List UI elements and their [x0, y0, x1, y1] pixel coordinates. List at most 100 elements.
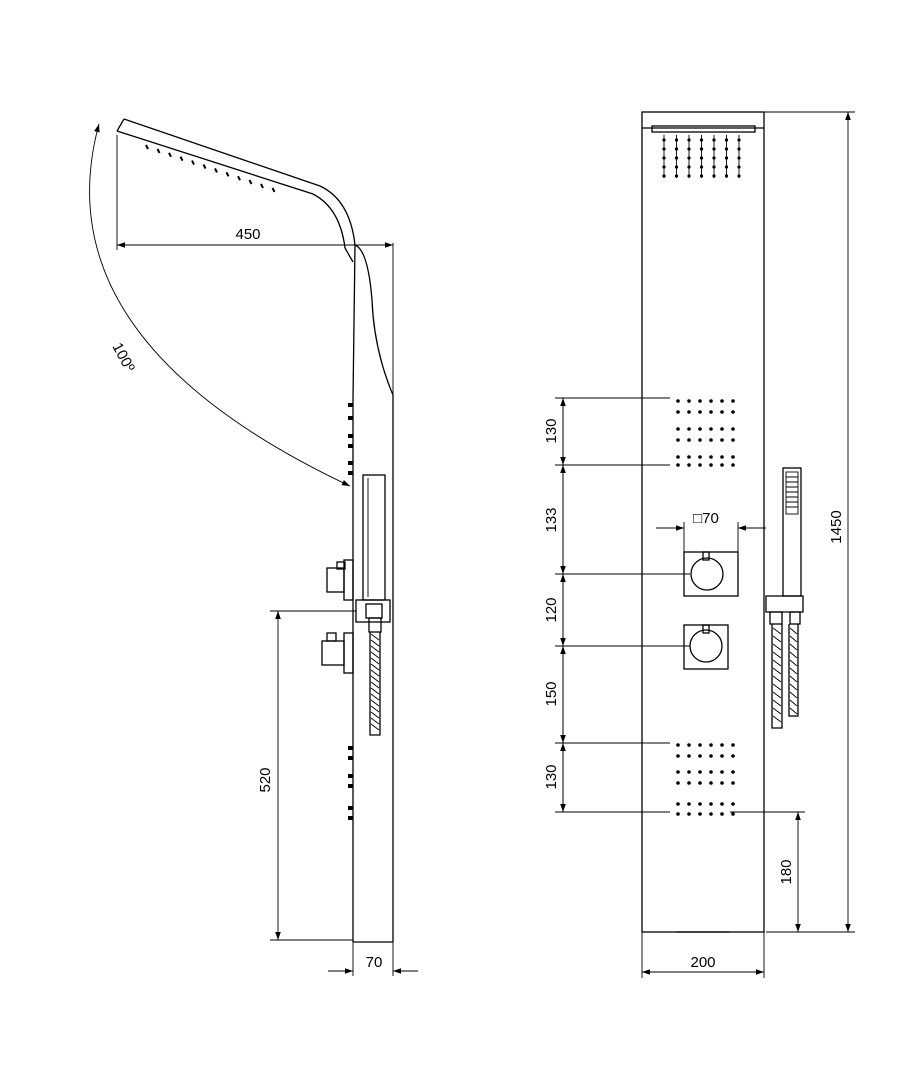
dim-450: 450: [116, 135, 394, 395]
rain-nozzle-dot: [724, 138, 729, 142]
arm-nozzle: [237, 175, 241, 181]
dim-200-label: 200: [690, 954, 715, 971]
body-jet-dot: [720, 781, 724, 785]
dim-450-label: 450: [235, 226, 260, 243]
body-jet-dot: [720, 812, 724, 816]
arm-nozzle: [168, 152, 172, 158]
body-jet-dot: [709, 438, 713, 442]
body-jet-dot: [731, 781, 735, 785]
rain-nozzle-dot: [712, 147, 716, 151]
body-jet-dot: [698, 463, 702, 467]
body-jet-dot: [709, 770, 713, 774]
body-jet-dot: [731, 410, 735, 414]
dim-spacing-5: 130: [543, 764, 560, 789]
body-jet-dot: [687, 427, 691, 431]
body-jet-dot: [731, 754, 735, 758]
side-jet: [348, 806, 353, 810]
body-jet-dot: [698, 781, 702, 785]
diverter-knob: [683, 624, 729, 670]
side-view: 450 100º 520 70: [89, 118, 418, 976]
dim-knob-label: □70: [693, 510, 719, 527]
body-jet-dot: [698, 743, 702, 747]
body-jet-dot: [698, 812, 702, 816]
rain-nozzle-dot: [737, 165, 741, 169]
dim-520: 520: [257, 610, 356, 941]
dim-spacing-1: 130: [543, 418, 560, 443]
front-view: □70 130: [543, 111, 855, 978]
body-jet-dot: [709, 427, 713, 431]
dim-200: 200: [641, 932, 765, 978]
arm-nozzle: [260, 183, 264, 189]
rain-nozzle-dot: [724, 156, 729, 160]
body-jet-dot: [720, 410, 724, 414]
body-jet-dot: [676, 427, 680, 431]
body-jet-dot: [731, 463, 735, 467]
body-jet-dot: [720, 463, 724, 467]
body-jet-dot: [709, 802, 713, 806]
dim-spacing-3: 120: [543, 597, 560, 622]
body-jet-dot: [698, 399, 702, 403]
body-jet-dot: [709, 410, 713, 414]
rain-nozzle-dot: [699, 156, 704, 160]
body-jet-dot: [709, 455, 713, 459]
rain-nozzle-dot: [687, 138, 691, 142]
dim-180: 180: [730, 811, 805, 933]
body-jet-dot: [676, 802, 680, 806]
body-jet-dot: [731, 427, 735, 431]
rain-nozzle-dot: [712, 138, 716, 142]
side-jet: [348, 756, 353, 760]
body-jet-dot: [676, 455, 680, 459]
body-jet-dot: [676, 770, 680, 774]
body-jet-dot: [676, 438, 680, 442]
body-jet-dot: [709, 743, 713, 747]
body-jet-dot: [709, 463, 713, 467]
rain-nozzle-dot: [712, 174, 716, 178]
dim-spacing-4: 150: [543, 681, 560, 706]
side-hand-shower: [355, 474, 391, 736]
arm-nozzle: [145, 144, 149, 150]
body-jet-dot: [676, 463, 680, 467]
side-jet: [348, 471, 353, 475]
rain-nozzle-dot: [662, 165, 666, 169]
side-thermostat-knob: [326, 559, 354, 601]
rain-nozzle-dot: [699, 138, 704, 142]
rain-nozzle-dot: [737, 147, 741, 151]
body-jet-dot: [676, 781, 680, 785]
body-jet-dot: [731, 812, 735, 816]
dim-180-label: 180: [778, 859, 795, 884]
side-jet: [348, 444, 353, 448]
side-jet: [348, 746, 353, 750]
arm-nozzle: [179, 156, 184, 162]
body-jet-dot: [687, 463, 691, 467]
dim-1450: 1450: [764, 111, 855, 933]
body-jet-dot: [687, 802, 691, 806]
front-body-jets: [676, 399, 735, 816]
rain-nozzle-dot: [712, 156, 716, 160]
side-jet: [348, 461, 353, 465]
body-jet-dot: [676, 754, 680, 758]
body-jet-dot: [720, 754, 724, 758]
body-jet-dot: [720, 399, 724, 403]
rain-nozzle-dot: [674, 138, 679, 142]
body-jet-dot: [731, 455, 735, 459]
body-jet-dot: [720, 438, 724, 442]
body-jet-dot: [720, 770, 724, 774]
rain-nozzle-dot: [699, 165, 704, 169]
side-jet: [348, 784, 353, 788]
body-jet-dot: [698, 754, 702, 758]
side-diverter-knob: [321, 632, 354, 674]
rain-nozzle-dot: [674, 165, 679, 169]
body-jet-dot: [731, 743, 735, 747]
body-jet-dot: [709, 754, 713, 758]
dim-1450-label: 1450: [828, 510, 845, 543]
front-hand-shower: [765, 467, 804, 729]
dim-knob: □70: [656, 510, 766, 552]
body-jet-dot: [698, 770, 702, 774]
dim-angle-label: 100º: [108, 340, 138, 375]
rain-nozzle-dot: [699, 147, 704, 151]
dim-chain-left: 130 133 120 150 130: [543, 397, 690, 813]
body-jet-dot: [676, 812, 680, 816]
body-jet-dot: [720, 743, 724, 747]
rain-nozzle-dot: [724, 147, 729, 151]
rain-nozzle-dot: [737, 174, 741, 178]
